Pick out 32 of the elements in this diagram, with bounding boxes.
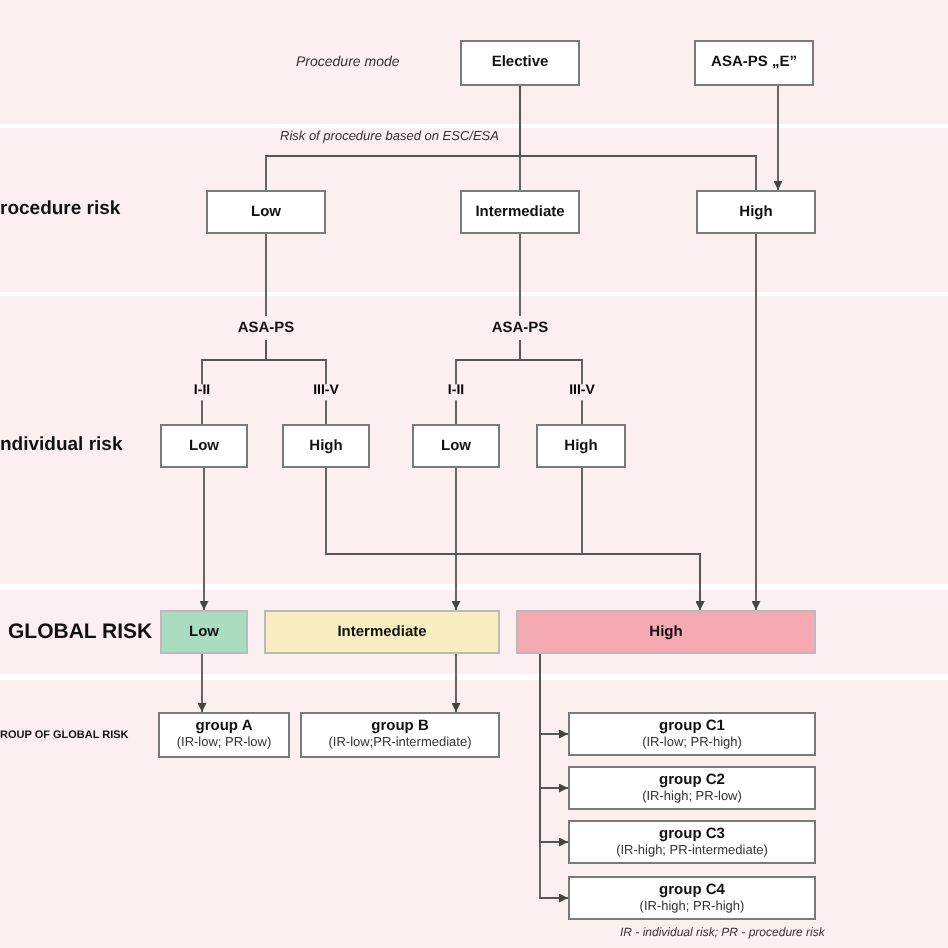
connector-line — [751, 233, 761, 611]
process-box — [160, 424, 248, 468]
process-box — [206, 190, 326, 234]
connector-line — [451, 467, 461, 611]
group-box — [568, 712, 816, 756]
process-box — [282, 424, 370, 468]
group-box — [568, 766, 816, 810]
risk-level-box — [160, 610, 248, 654]
connector-line — [519, 233, 521, 317]
connector-line — [773, 85, 783, 191]
row-heading: ndividual risk — [0, 434, 123, 456]
group-box — [300, 712, 500, 758]
risk-level-box — [516, 610, 816, 654]
process-box — [460, 40, 580, 86]
connector-line — [199, 467, 209, 611]
group-box — [568, 820, 816, 864]
connector-line — [197, 653, 207, 713]
connector-line — [265, 233, 267, 317]
group-box — [568, 876, 816, 920]
process-box — [412, 424, 500, 468]
connector-line — [265, 339, 327, 425]
process-box — [694, 40, 814, 86]
row-heading: GLOBAL RISK — [8, 620, 153, 644]
process-box — [696, 190, 816, 234]
process-box — [460, 190, 580, 234]
process-box — [536, 424, 626, 468]
risk-level-box — [264, 610, 500, 654]
connector-line — [451, 653, 461, 713]
connector-line — [581, 467, 705, 611]
connector-line — [519, 339, 583, 425]
row-heading: rocedure risk — [0, 198, 121, 220]
group-box — [158, 712, 290, 758]
